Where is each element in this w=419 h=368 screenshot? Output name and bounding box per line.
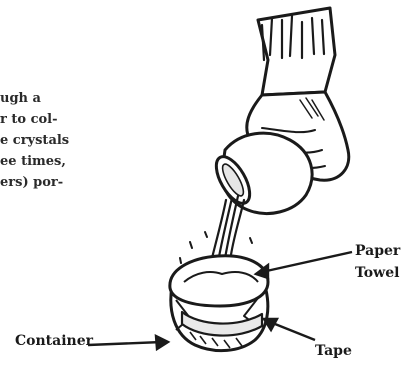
container-arrow [88, 342, 162, 345]
tape-arrow [270, 322, 315, 340]
container-label: Container [15, 333, 93, 349]
container-drawing [170, 256, 268, 351]
paper-towel-arrow [262, 252, 352, 272]
paper-label-line2: Towel [355, 262, 400, 284]
paper-towel-label: Paper Towel [355, 240, 400, 284]
tape-label: Tape [315, 343, 352, 359]
paper-label-line1: Paper [355, 240, 400, 262]
